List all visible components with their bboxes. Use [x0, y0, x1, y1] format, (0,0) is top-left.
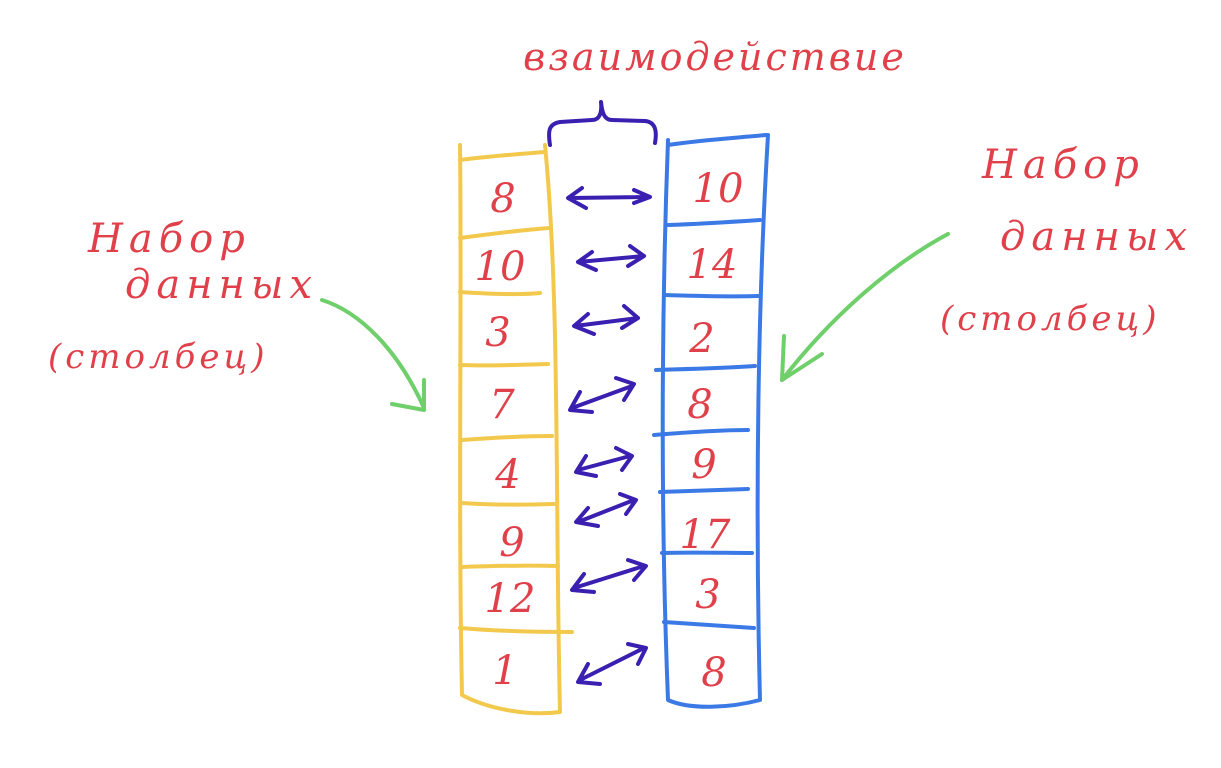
arrow-row-6	[574, 492, 638, 528]
arrow-row-1	[566, 186, 652, 210]
right-value: 9	[691, 442, 716, 488]
arrow-row-3	[572, 304, 640, 336]
right-value: 8	[687, 382, 712, 428]
arrow-row-4	[568, 376, 636, 414]
right-label-line3: (столбец)	[940, 299, 1161, 339]
left-value: 7	[489, 382, 515, 428]
diagram-title: взаимодействие	[523, 35, 907, 79]
left-value: 4	[494, 452, 520, 498]
left-value: 10	[475, 244, 526, 290]
right-value: 17	[680, 512, 731, 558]
right-column	[652, 133, 770, 709]
left-value: 3	[485, 310, 510, 356]
arrow-row-2	[576, 244, 646, 272]
left-pointer-arrow	[320, 298, 426, 412]
right-value: 3	[695, 572, 720, 618]
right-label-line2: данных	[1000, 214, 1193, 260]
right-value: 8	[701, 650, 726, 696]
right-value: 10	[693, 166, 744, 212]
arrow-row-7	[570, 558, 648, 594]
left-value: 12	[485, 576, 536, 622]
left-value: 9	[499, 520, 524, 566]
left-label-line3: (столбец)	[48, 337, 269, 377]
right-value: 14	[687, 242, 738, 288]
left-value: 1	[492, 648, 517, 694]
left-value: 8	[490, 176, 515, 222]
left-column	[458, 143, 574, 716]
right-column-values: 10 14 2 8 9 17 3 8	[680, 166, 744, 696]
interaction-brace	[547, 100, 658, 147]
right-label-line1: Набор	[981, 142, 1145, 188]
left-label-line1: Набор	[87, 216, 251, 262]
left-column-values: 8 10 3 7 4 9 12 1	[475, 176, 536, 694]
left-label-line2: данных	[125, 262, 318, 308]
right-label: Набор данных (столбец)	[940, 142, 1193, 339]
interaction-arrows	[566, 186, 652, 686]
arrow-row-5	[574, 446, 634, 478]
right-pointer-arrow	[780, 232, 950, 382]
arrow-row-8	[576, 642, 648, 686]
left-label: Набор данных (столбец)	[48, 216, 318, 377]
right-value: 2	[688, 316, 714, 362]
